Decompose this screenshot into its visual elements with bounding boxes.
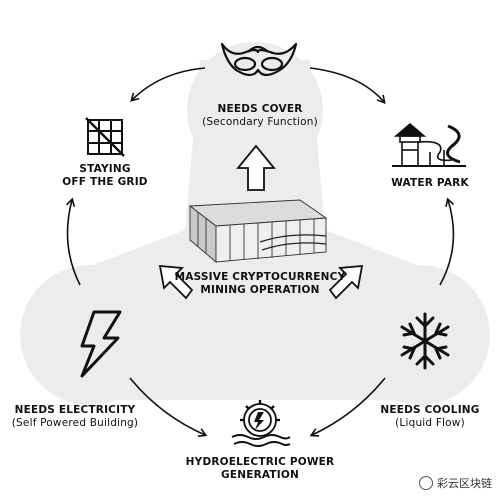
needs-cooling-title: NEEDS COOLING (380, 404, 480, 416)
off-grid-label: STAYING OFF THE GRID (55, 163, 155, 189)
needs-electricity-label: NEEDS ELECTRICITY (Self Powered Building… (0, 404, 150, 430)
water-slide-icon (392, 122, 466, 167)
down-right-block-arrow (328, 264, 364, 300)
watermark-logo-icon (419, 476, 433, 490)
arrow-electricity-to-offgrid (66, 197, 81, 286)
crossed-grid-icon (85, 117, 125, 157)
arrow-cover-to-offgrid (130, 67, 206, 102)
needs-electricity-subtitle: (Self Powered Building) (11, 417, 139, 429)
center-label: MASSIVE CRYPTOCURRENCY MINING OPERATION (165, 271, 355, 297)
off-grid-line2: OFF THE GRID (62, 176, 148, 188)
water-wheel-icon (231, 400, 291, 447)
watermark: 彩云区块链 (419, 475, 492, 491)
center-line1: MASSIVE CRYPTOCURRENCY (174, 271, 346, 283)
watermark-text: 彩云区块链 (437, 477, 492, 490)
arrow-cooling-to-waterpark (439, 197, 455, 286)
needs-cover-title: NEEDS COVER (217, 103, 303, 115)
lightning-icon (80, 310, 122, 378)
hydro-line2: GENERATION (221, 469, 299, 481)
water-park-title: WATER PARK (391, 177, 469, 189)
arrow-cover-to-waterpark (309, 67, 386, 104)
down-left-block-arrow (158, 264, 194, 300)
center-line2: MINING OPERATION (200, 284, 320, 296)
arrow-cooling-to-hydro (309, 377, 386, 437)
server-racks-icon (188, 199, 328, 263)
needs-cover-label: NEEDS COVER (Secondary Function) (195, 103, 325, 129)
needs-cover-subtitle: (Secondary Function) (202, 116, 318, 128)
hydro-line1: HYDROELECTRIC POWER (185, 456, 335, 468)
needs-cooling-label: NEEDS COOLING (Liquid Flow) (370, 404, 490, 430)
center-arrows (158, 144, 364, 300)
needs-electricity-title: NEEDS ELECTRICITY (14, 404, 136, 416)
up-block-arrow (236, 144, 276, 191)
water-park-label: WATER PARK (380, 177, 480, 190)
arrow-electricity-to-hydro (129, 377, 208, 438)
hydro-label: HYDROELECTRIC POWER GENERATION (170, 456, 350, 482)
cycle-arrows (66, 67, 455, 438)
off-grid-line1: STAYING (79, 163, 131, 175)
snowflake-icon (400, 312, 450, 370)
needs-cooling-subtitle: (Liquid Flow) (395, 417, 465, 429)
mask-icon (220, 42, 298, 77)
